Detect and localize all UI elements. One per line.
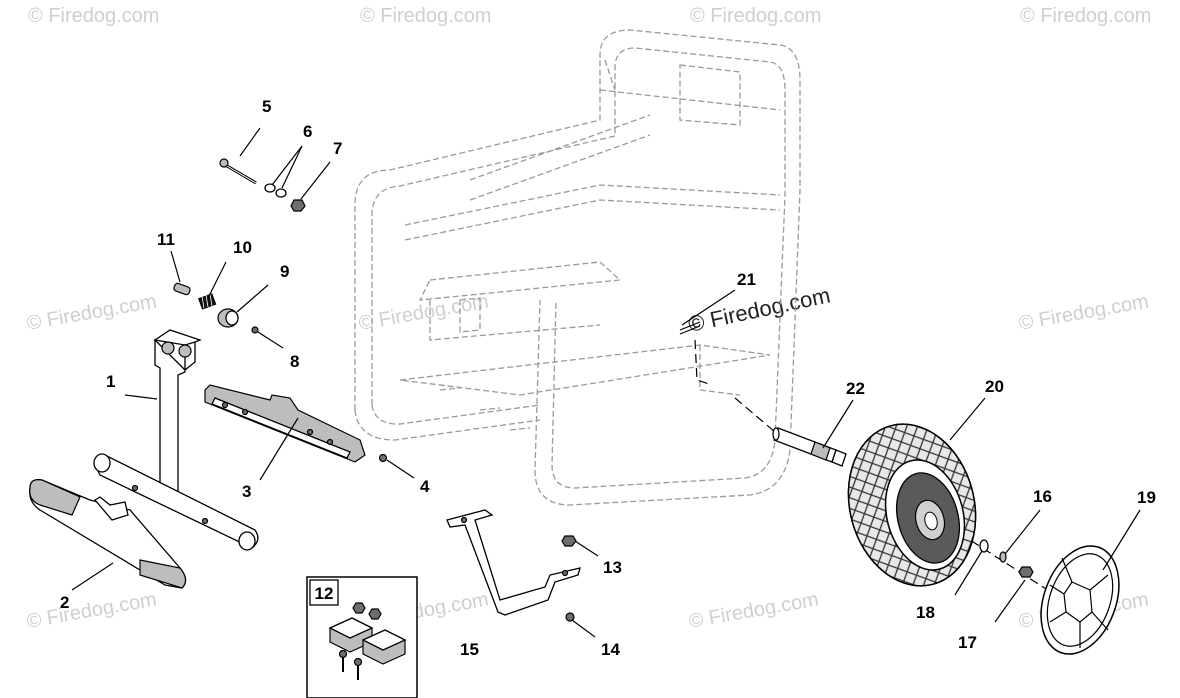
- part-axle: [772, 427, 847, 467]
- part-washer-18: [979, 539, 989, 553]
- watermark-dark: © Firedog.com: [686, 282, 833, 337]
- watermark: © Firedog.com: [690, 5, 821, 27]
- watermark: © Firedog.com: [1020, 5, 1151, 27]
- callout-10: 10: [233, 238, 252, 257]
- watermark: © Firedog.com: [25, 588, 158, 632]
- callout-labels: 1 2 3 4 5 6 7 8 9 10 11 13 14 15 16 17 1…: [60, 97, 1156, 659]
- part-handle-stand: [93, 329, 259, 551]
- callout-17: 17: [958, 633, 977, 652]
- part-spacer-16: [999, 551, 1007, 563]
- axle-centerline: [694, 339, 1061, 599]
- watermark: © Firedog.com: [357, 290, 490, 334]
- part-foot-nut: [561, 535, 577, 547]
- callout-19: 19: [1137, 488, 1156, 507]
- callout-16: 16: [1033, 487, 1052, 506]
- watermark-layer: © Firedog.com © Firedog.com © Firedog.co…: [25, 5, 1151, 633]
- callout-20: 20: [985, 377, 1004, 396]
- leader-lines: [71, 127, 1141, 638]
- callout-1: 1: [106, 372, 115, 391]
- callout-9: 9: [280, 262, 289, 281]
- part-pin: [173, 282, 191, 296]
- callout-18: 18: [916, 603, 935, 622]
- watermark: © Firedog.com: [1017, 290, 1150, 334]
- callout-14: 14: [601, 640, 620, 659]
- part-screw: [251, 326, 259, 334]
- callout-15: 15: [460, 640, 479, 659]
- callout-4: 4: [420, 477, 430, 496]
- callout-22: 22: [846, 379, 865, 398]
- callout-6: 6: [303, 122, 312, 141]
- part-washers: [264, 183, 287, 198]
- part-cotter-pin: [679, 321, 701, 335]
- kit-label: 12: [315, 584, 334, 603]
- callout-5: 5: [262, 97, 271, 116]
- part-nut: [290, 199, 306, 212]
- kit-box: 12: [306, 576, 418, 698]
- watermark: © Firedog.com: [25, 290, 158, 334]
- part-handle-grip: [29, 479, 187, 589]
- callout-8: 8: [290, 352, 299, 371]
- part-bolt: [219, 158, 257, 185]
- watermark: © Firedog.com: [360, 5, 491, 27]
- callout-21: 21: [737, 270, 756, 289]
- callout-3: 3: [242, 482, 251, 501]
- part-foot-bracket: [446, 509, 581, 616]
- callout-7: 7: [333, 139, 342, 158]
- part-bracket: [204, 384, 366, 463]
- part-nut-17: [1018, 566, 1034, 578]
- watermark: © Firedog.com: [687, 588, 820, 632]
- watermark: © Firedog.com: [28, 5, 159, 27]
- part-knob: [217, 308, 239, 328]
- part-wheel: [847, 423, 977, 587]
- part-spring: [198, 293, 217, 310]
- part-bracket-screw: [378, 453, 388, 463]
- callout-13: 13: [603, 558, 622, 577]
- callout-2: 2: [60, 593, 69, 612]
- part-foot-bolt: [565, 612, 575, 622]
- part-hubcap: [1040, 545, 1120, 655]
- callout-11: 11: [157, 230, 175, 249]
- generator-frame: [354, 29, 801, 506]
